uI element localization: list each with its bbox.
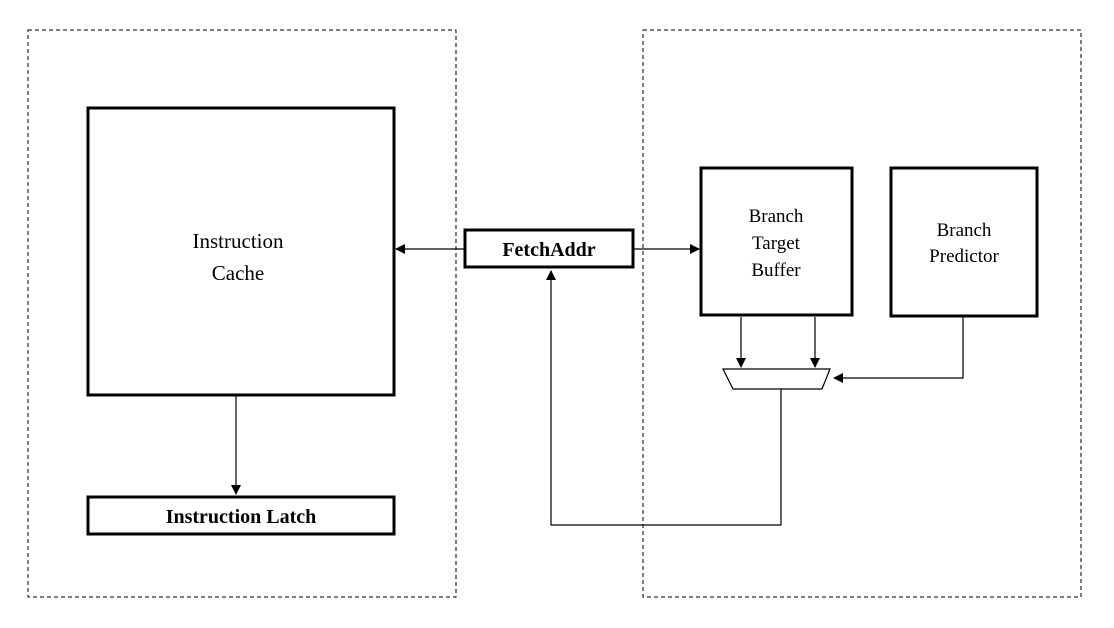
instruction-latch-label: Instruction Latch: [166, 506, 317, 528]
instruction-cache-label-line1: Instruction: [193, 229, 284, 253]
instruction-cache-label-line2: Cache: [212, 261, 264, 285]
branch-predictor-label-line2: Predictor: [929, 246, 999, 267]
branch-target-buffer-label-line2: Target: [752, 233, 801, 254]
right-region-boundary: [642, 29, 1082, 598]
instruction-latch-box: [86, 495, 396, 536]
branch-target-buffer-label-line1: Branch: [749, 206, 804, 227]
instruction-cache-block: Instruction Cache: [86, 106, 396, 397]
instruction-cache-box: [86, 106, 396, 397]
branch-target-buffer-label-line3: Buffer: [751, 260, 801, 281]
fetch-addr-block: FetchAddr: [463, 228, 635, 269]
mux-to-fetchaddr-feedback-arrow: [546, 270, 782, 526]
branch-target-buffer-block: Branch Target Buffer: [699, 166, 854, 317]
branch-predictor-box: [889, 166, 1039, 318]
branch-predictor-label-line1: Branch: [937, 220, 992, 241]
predictor-to-mux-arrow: [833, 316, 964, 383]
branch-predictor-block: Branch Predictor: [889, 166, 1039, 318]
branch-target-buffer-box: [699, 166, 854, 317]
mux-shape: [722, 368, 831, 390]
left-region-boundary: [27, 29, 457, 598]
fetch-addr-label: FetchAddr: [502, 239, 595, 261]
instruction-latch-block: Instruction Latch: [86, 495, 396, 536]
